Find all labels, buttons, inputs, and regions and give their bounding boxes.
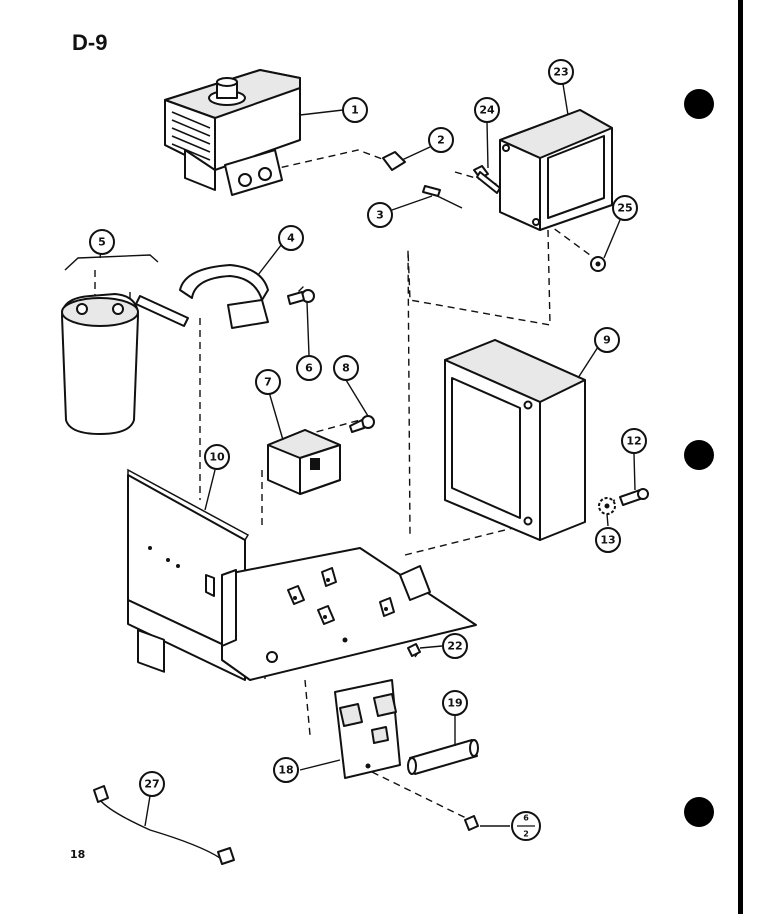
leader-line (144, 795, 151, 827)
callout-13: 13 (595, 527, 621, 553)
leader-line (577, 346, 599, 379)
base-plate-part (127, 468, 477, 681)
svg-text:2: 2 (437, 134, 445, 147)
wire-lead-part (93, 785, 235, 865)
svg-text:6: 6 (523, 814, 529, 823)
callout-1: 1 (342, 97, 368, 123)
mounting-tab (287, 585, 305, 605)
capacitor-bracket-part (179, 264, 269, 329)
svg-text:19: 19 (447, 697, 462, 710)
callout-7: 7 (255, 369, 281, 395)
mounting-tab (321, 567, 337, 587)
svg-text:6: 6 (305, 362, 313, 375)
callout-9: 9 (594, 327, 620, 353)
callout-5: 5 (89, 229, 115, 255)
callout-19: 19 (442, 690, 468, 716)
svg-text:9: 9 (603, 334, 611, 347)
screw-part (464, 815, 479, 831)
svg-text:1: 1 (351, 104, 359, 117)
callout-18: 18 (273, 757, 299, 783)
diagram-title: D-9 (72, 30, 107, 55)
page-number: 18 (70, 848, 85, 861)
svg-text:3: 3 (376, 209, 384, 222)
switch-part (267, 429, 341, 495)
screw-part (619, 488, 649, 506)
leader-line (268, 391, 284, 441)
callout-8: 8 (333, 355, 359, 381)
leader-line (603, 219, 621, 259)
lock-washer-part (598, 497, 616, 515)
mounting-tab (317, 605, 335, 625)
svg-text:22: 22 (447, 640, 462, 653)
page-border (738, 0, 743, 914)
nut-part (590, 256, 606, 272)
callout-6-over-2: 6 2 (511, 811, 541, 841)
hv-transformer-part (444, 339, 586, 541)
svg-text:23: 23 (553, 66, 568, 79)
callout-22: 22 (442, 633, 468, 659)
leader-line (299, 109, 344, 116)
callout-24: 24 (474, 97, 500, 123)
leader-line (299, 759, 341, 771)
callout-23: 23 (548, 59, 574, 85)
svg-text:18: 18 (278, 764, 293, 777)
callout-12: 12 (621, 428, 647, 454)
callout-4: 4 (278, 225, 304, 251)
punch-hole (684, 89, 714, 119)
punch-hole (684, 797, 714, 827)
leader-line (391, 195, 433, 211)
terminal-pin-part (422, 185, 463, 209)
leader-line (606, 513, 609, 527)
svg-text:2: 2 (523, 830, 529, 839)
callout-2: 2 (428, 127, 454, 153)
svg-text:8: 8 (342, 362, 350, 375)
magnetron-part (164, 69, 301, 196)
leader-line (486, 121, 489, 169)
leader-line (345, 379, 369, 417)
leader-line (306, 301, 310, 356)
mounting-tab (379, 597, 395, 617)
callout-25: 25 (612, 195, 638, 221)
svg-text:13: 13 (600, 534, 615, 547)
small-transformer-part (499, 109, 613, 231)
capacitor-part (61, 254, 189, 435)
screw-part (287, 289, 315, 305)
leader-line (562, 83, 569, 116)
leader-line (633, 453, 636, 491)
leader-line (419, 645, 443, 649)
leader-line (204, 469, 216, 511)
callout-6: 6 (296, 355, 322, 381)
svg-text:24: 24 (479, 104, 495, 117)
punch-hole (684, 440, 714, 470)
leader-line (257, 239, 286, 276)
svg-text:4: 4 (287, 232, 295, 245)
svg-text:27: 27 (144, 778, 159, 791)
screw-part (407, 643, 421, 657)
clip-part (382, 151, 406, 171)
svg-text:12: 12 (626, 435, 641, 448)
callout-10: 10 (204, 444, 230, 470)
fuse-part (407, 739, 479, 775)
svg-text:25: 25 (617, 202, 632, 215)
svg-text:5: 5 (98, 236, 106, 249)
svg-text:10: 10 (209, 451, 225, 464)
callout-27: 27 (139, 771, 165, 797)
screw-part (349, 415, 375, 433)
bolt-part (473, 165, 501, 194)
callout-3: 3 (367, 202, 393, 228)
terminal-board-part (334, 679, 401, 779)
leader-line (401, 146, 431, 161)
svg-text:7: 7 (264, 376, 272, 389)
